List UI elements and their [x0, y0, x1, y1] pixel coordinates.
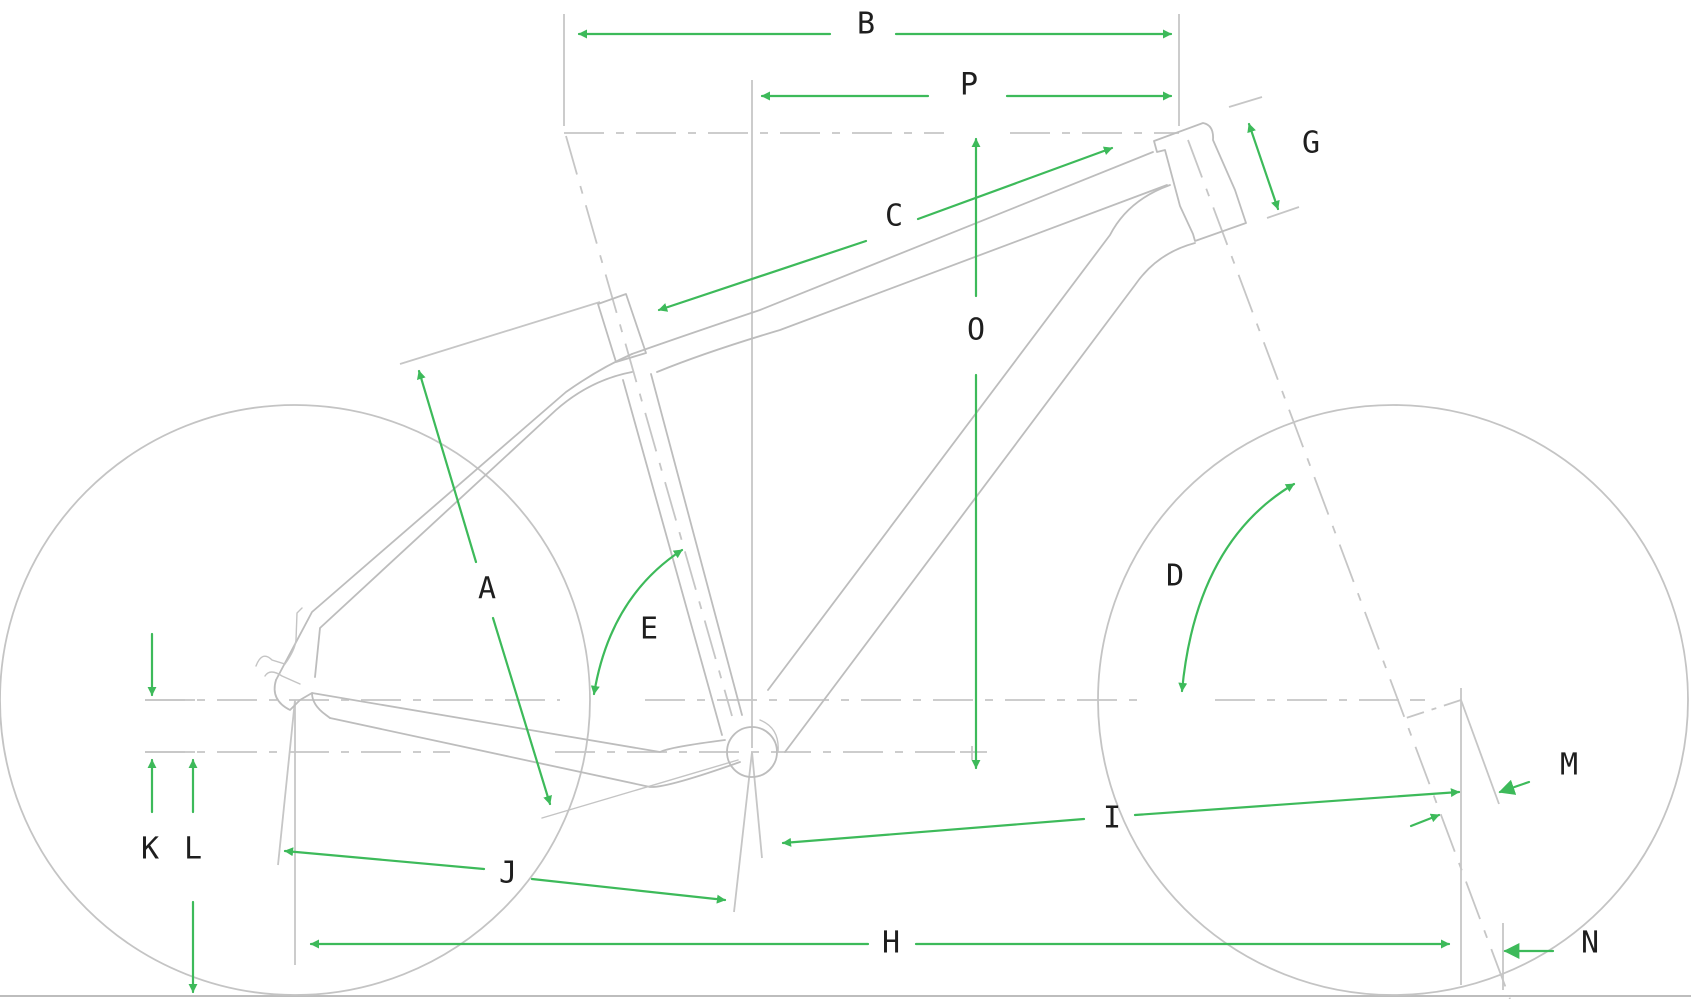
label-b: B: [857, 7, 875, 42]
label-p: P: [960, 68, 978, 103]
seat-stay: [275, 353, 633, 681]
label-g: G: [1302, 126, 1320, 161]
dimension-c-arrow: [657, 239, 868, 312]
chain-stay: [311, 692, 741, 819]
label-o: O: [967, 313, 985, 348]
reference-lines: [145, 14, 1511, 999]
top-tube: [631, 151, 1168, 373]
dimension-a-arrow: [491, 616, 552, 806]
label-h: H: [882, 926, 900, 961]
label-e: E: [640, 612, 658, 647]
label-k: K: [141, 832, 159, 867]
down-tube: [767, 184, 1196, 753]
bottom-bracket: [726, 726, 778, 778]
label-m: M: [1560, 748, 1578, 783]
bike-frame: [255, 122, 1247, 819]
label-j: J: [499, 856, 517, 891]
label-l: L: [184, 832, 202, 867]
dimension-j-arrow: [283, 847, 486, 871]
dimension-labels: B P G C O D A E M I K L J H N: [141, 7, 1599, 961]
dimension-c-arrow: [916, 146, 1114, 221]
dimension-e-arc: [590, 548, 684, 696]
label-i: I: [1103, 801, 1121, 836]
head-tube: [1153, 122, 1247, 242]
rear-dropout: [255, 607, 331, 719]
rear-wheel: [0, 404, 591, 996]
label-d: D: [1166, 559, 1184, 594]
label-c: C: [885, 199, 903, 234]
dimension-arrows: [147, 29, 1555, 994]
dimension-g-arrow: [1247, 122, 1280, 211]
dimension-m-arrow: [1498, 779, 1531, 795]
dimension-i-arrow: [1409, 813, 1441, 828]
label-a: A: [478, 572, 496, 607]
dimension-d-arc: [1178, 482, 1296, 693]
dimension-i-arrow: [781, 817, 1086, 847]
label-n: N: [1581, 926, 1599, 961]
dimension-i-arrow: [1133, 788, 1461, 817]
dimension-a-arrow: [417, 369, 478, 564]
dimension-j-arrow: [530, 877, 727, 904]
